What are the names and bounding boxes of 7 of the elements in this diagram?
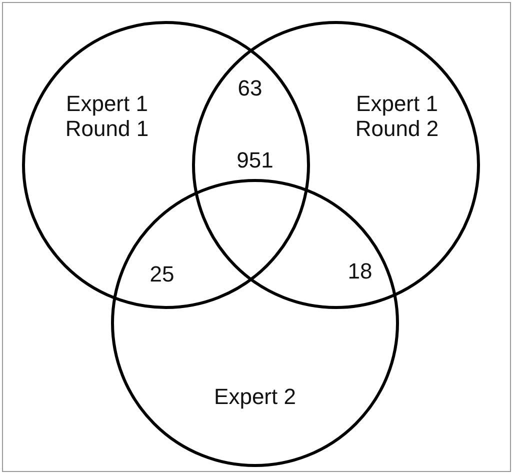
overlap-count: 63: [238, 76, 262, 100]
set-label: Expert 1 Round 2: [354, 91, 440, 141]
overlap-count: 951: [236, 148, 274, 172]
set-label: Expert 1 Round 1: [64, 91, 150, 141]
set-label: Expert 2: [213, 384, 297, 409]
overlap-count: 25: [150, 262, 174, 286]
overlap-count: 18: [348, 258, 372, 284]
